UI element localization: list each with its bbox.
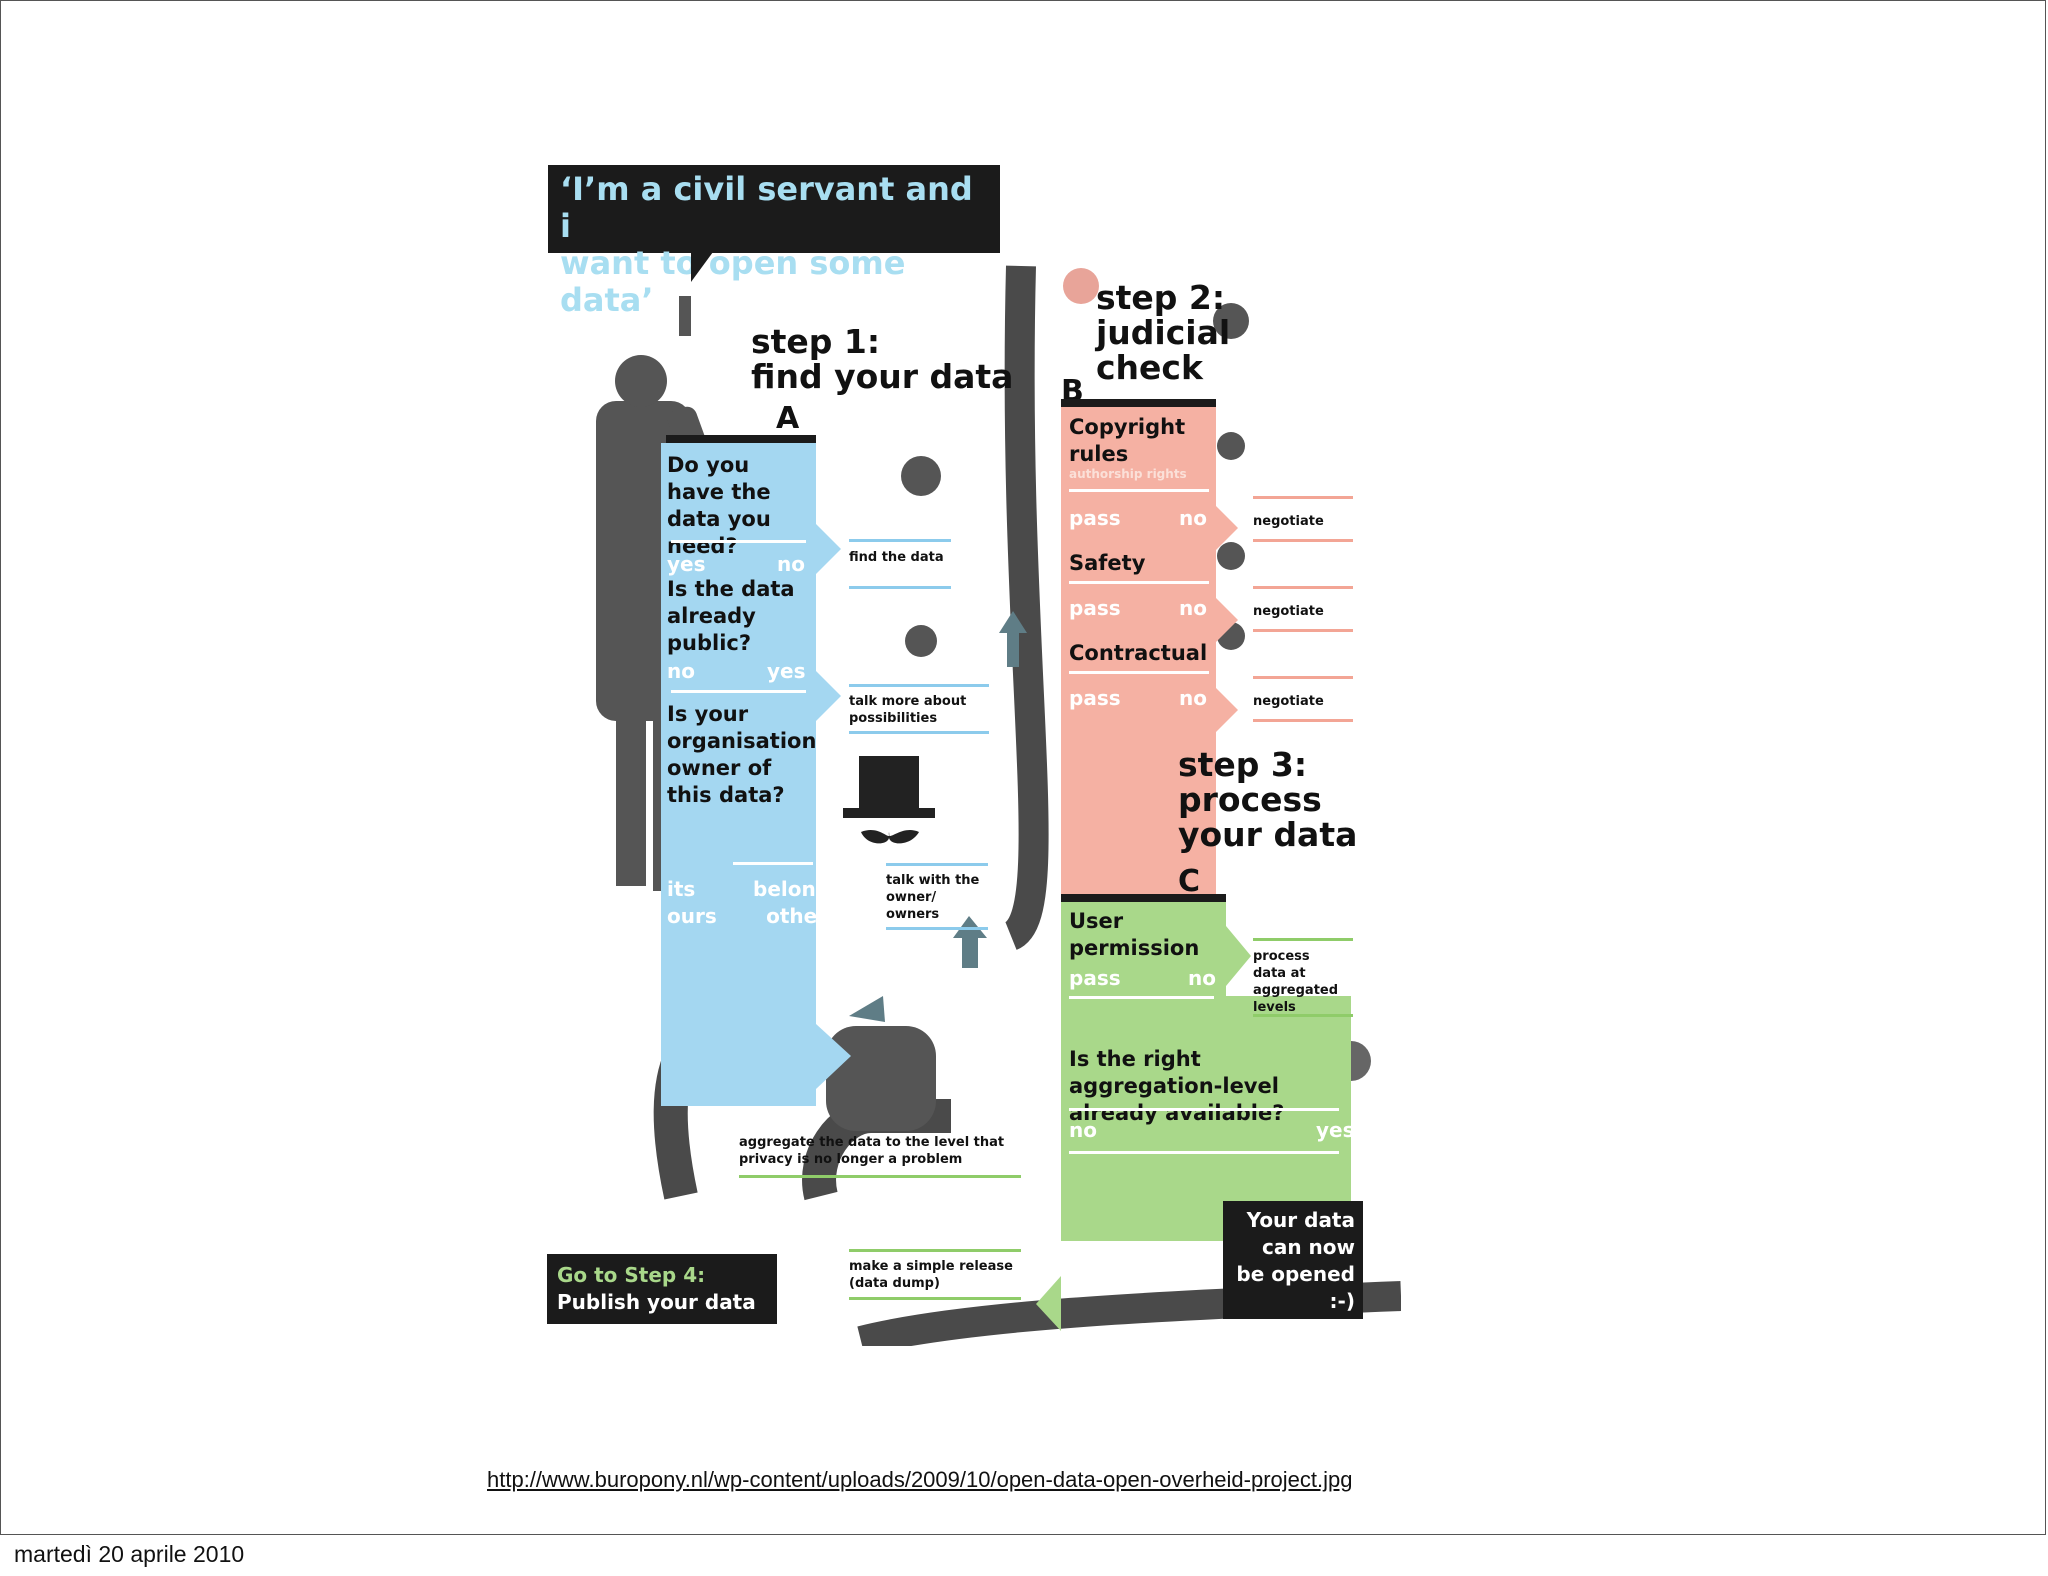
note-a3-line-bottom	[886, 927, 988, 930]
panel-a-q3-belongs-l1: belongs	[753, 877, 842, 901]
note-process-aggregated: process data at aggregated levels	[1253, 949, 1339, 1015]
panel-a-arrows	[816, 524, 851, 1089]
panel-a-q3-belongs-l2: others	[766, 904, 839, 928]
step2-heading: step 2: judicial check	[1096, 280, 1230, 385]
panel-c-q1-pass: pass	[1069, 966, 1121, 990]
panel-c-sep1	[1069, 996, 1214, 999]
note-b2-negotiate: negotiate	[1253, 604, 1324, 619]
note-a3-line-top	[886, 863, 988, 866]
go-to-step4-box: Go to Step 4: Publish your data	[547, 1254, 777, 1324]
panel-a-q3-its: its ours	[667, 876, 717, 930]
speech-line-2: want to open some data’	[560, 244, 906, 319]
footer-date: martedì 20 aprile 2010	[14, 1541, 245, 1567]
panel-a-q3-belongs: belongs others	[753, 876, 842, 930]
step2-heading-line3: check	[1096, 348, 1203, 387]
step3-heading-line3: your data	[1178, 815, 1358, 854]
panel-c-q1: User permission	[1069, 909, 1200, 960]
panel-c-top	[1061, 902, 1226, 996]
panel-b-c1-no: no	[1179, 506, 1207, 530]
panel-a-q2-yes: yes	[767, 659, 806, 683]
note-b1-line-bottom	[1253, 539, 1353, 542]
data-can-be-opened-box: Your data can now be opened :-)	[1223, 1201, 1363, 1319]
panel-c-q2: Is the right aggregation-level already a…	[1069, 1047, 1285, 1125]
panel-b-c1-pass: pass	[1069, 506, 1121, 530]
panel-b-arrows	[1216, 506, 1238, 732]
note-b2-line-bottom	[1253, 629, 1353, 632]
panel-b-c2-no: no	[1179, 596, 1207, 620]
panel-b-c3-no: no	[1179, 686, 1207, 710]
panel-b-safety: Safety	[1069, 551, 1146, 575]
panel-a-q1-yes: yes	[667, 552, 706, 576]
note-c1-line-top	[1253, 938, 1353, 941]
panel-c-q2-no: no	[1069, 1118, 1097, 1142]
panel-b	[1061, 407, 1216, 897]
note-a2-line-top	[849, 684, 989, 687]
panel-a	[661, 443, 816, 1106]
note-aggregate-privacy: aggregate the data to the level that pri…	[739, 1135, 1005, 1167]
note-a1-line-bottom	[849, 586, 951, 589]
panel-a-topbar	[666, 435, 816, 443]
step3-heading-line1: step 3:	[1178, 745, 1308, 784]
panel-b-c3-pass: pass	[1069, 686, 1121, 710]
panel-c-topbar	[1061, 894, 1226, 902]
note-b2-line-top	[1253, 586, 1353, 589]
panel-a-q1-no: no	[777, 552, 805, 576]
note-a1-line-top	[849, 539, 951, 542]
panel-b-c2-pass: pass	[1069, 596, 1121, 620]
panel-a-sep2	[671, 690, 806, 693]
note-b3-negotiate: negotiate	[1253, 694, 1324, 709]
panel-b-topbar	[1061, 399, 1216, 407]
source-url-link[interactable]: http://www.buropony.nl/wp-content/upload…	[487, 1467, 1353, 1492]
go-to-step4-line2: Publish your data	[557, 1290, 756, 1314]
panel-a-sep1	[671, 540, 806, 543]
panel-c-arrows	[1036, 926, 1251, 1331]
panel-b-copyright: Copyright rules	[1069, 415, 1186, 466]
panel-a-q3: Is your organisation owner of this data?	[667, 702, 817, 807]
note-b3-line-top	[1253, 676, 1353, 679]
step3-letter: C	[1178, 864, 1201, 899]
step2-heading-line1: step 2:	[1096, 278, 1226, 317]
note-c1-line-bottom	[1253, 1014, 1353, 1017]
panel-a-q2-no: no	[667, 659, 695, 683]
note-b1-negotiate: negotiate	[1253, 514, 1324, 529]
step1-letter: A	[776, 401, 800, 436]
panel-b-sep2	[1069, 581, 1209, 584]
step2-heading-line2: judicial	[1096, 313, 1231, 352]
step3-heading-line2: process	[1178, 780, 1322, 819]
panel-c-sep3	[1069, 1151, 1339, 1154]
panel-c	[1061, 996, 1351, 1241]
slide: ‘I’m a civil servant and i want to open …	[0, 0, 2046, 1535]
note-a2-line-bottom	[849, 731, 989, 734]
step1-heading-line1: step 1:	[751, 322, 881, 361]
panel-b-copyright-sub: authorship rights	[1069, 467, 1187, 481]
panel-a-q3-its-l1: its	[667, 877, 696, 901]
panel-a-q2: Is the data already public?	[667, 577, 795, 655]
go-to-step4-line1: Go to Step 4:	[557, 1263, 706, 1287]
note-dump-line-bottom	[849, 1297, 1021, 1300]
speech-bubble-tail	[691, 252, 713, 282]
panel-b-sep3	[1069, 671, 1209, 674]
panel-b-contractual: Contractual	[1069, 641, 1208, 665]
note-dump-line-top	[849, 1249, 1021, 1252]
step3-heading: step 3: process your data	[1178, 747, 1357, 852]
panel-b-sep1	[1069, 489, 1209, 492]
step1-heading-line2: find your data	[751, 357, 1014, 396]
open-data-flowchart-poster: ‘I’m a civil servant and i want to open …	[541, 156, 1401, 1346]
panel-c-q1-no: no	[1188, 966, 1216, 990]
note-b3-line-bottom	[1253, 719, 1353, 722]
speech-line-1: ‘I’m a civil servant and i	[560, 170, 973, 245]
note-b1-line-top	[1253, 496, 1353, 499]
panel-a-q3-its-l2: ours	[667, 904, 717, 928]
note-talk-with-owner: talk with the owner/ owners	[886, 873, 980, 922]
panel-a-sep3	[733, 862, 813, 865]
note-aggregate-line	[739, 1175, 1021, 1178]
speech-bubble: ‘I’m a civil servant and i want to open …	[548, 165, 1000, 319]
note-talk-more: talk more about possibilities	[849, 694, 967, 726]
note-simple-release: make a simple release (data dump)	[849, 1259, 1013, 1291]
note-find-the-data: find the data	[849, 550, 944, 565]
panel-a-q1: Do you have the data you need?	[667, 453, 771, 558]
panel-c-sep2	[1069, 1108, 1339, 1111]
step1-heading: step 1: find your data	[751, 324, 1013, 394]
panel-c-q2-yes: yes	[1316, 1118, 1355, 1142]
